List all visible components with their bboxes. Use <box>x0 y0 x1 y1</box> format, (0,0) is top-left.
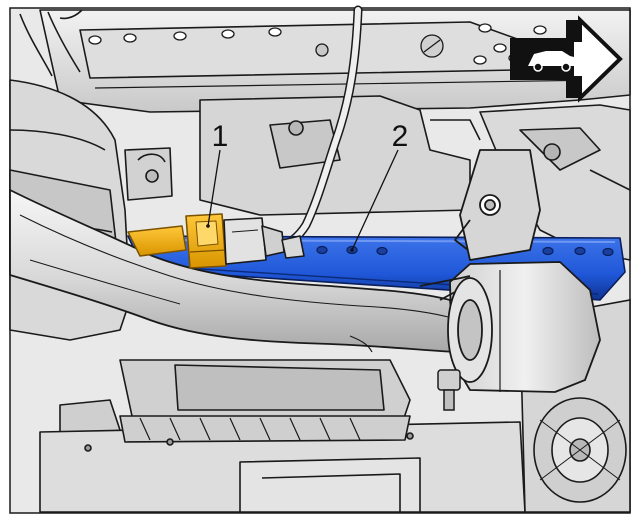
control-arm-bushing <box>419 149 601 393</box>
blue-tube-holes <box>316 245 614 257</box>
sensor-plug-body <box>223 217 305 265</box>
right-frame-bracket <box>479 104 631 261</box>
callout-leaders <box>207 149 399 251</box>
left-upper-pipes <box>19 9 83 77</box>
callout-1-label: 1 <box>212 120 229 153</box>
lower-panel-ribs <box>139 417 361 441</box>
upper-crossmember <box>39 9 631 131</box>
vehicle-front-arrow-icon <box>510 15 623 103</box>
right-lower-component <box>519 299 631 513</box>
callout-2-leader <box>351 149 399 251</box>
callout-1-leader <box>207 149 221 227</box>
lower-panel <box>39 415 526 513</box>
bushing-bolt <box>437 369 461 411</box>
callout-dots <box>206 224 354 252</box>
callout-2-label: 2 <box>392 120 409 153</box>
